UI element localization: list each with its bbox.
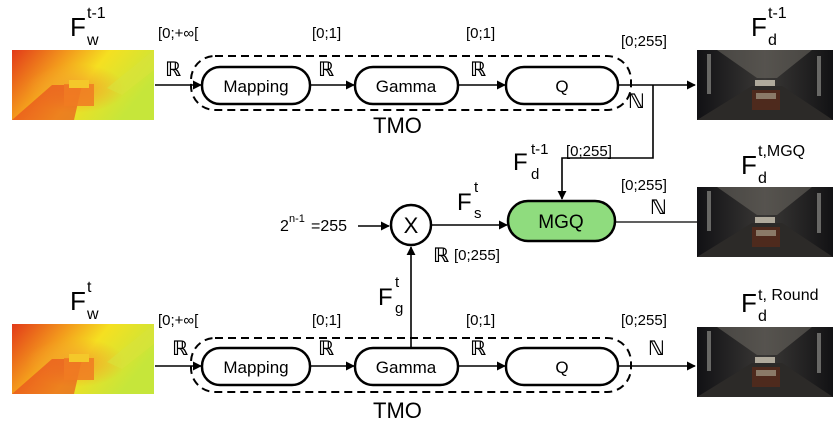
top-real-symbol-2: ℝ [318, 57, 334, 81]
svg-text:t-1: t-1 [87, 5, 106, 22]
svg-text:Q: Q [555, 77, 568, 96]
top-range-gamma: [0;1] [466, 25, 495, 42]
mgq-ldr-image [697, 187, 833, 257]
scaled-frame-label: F s t [457, 179, 482, 222]
top-real-symbol-3: ℝ [470, 57, 486, 81]
svg-text:Mapping: Mapping [223, 358, 288, 377]
svg-text:t: t [474, 179, 479, 196]
svg-text:w: w [86, 32, 99, 49]
svg-text:t, Round: t, Round [758, 287, 818, 304]
svg-text:2: 2 [280, 218, 289, 235]
svg-text:F: F [378, 284, 393, 311]
svg-text:X: X [404, 213, 419, 238]
bottom-natural-symbol: ℕ [648, 336, 665, 360]
top-range-map: [0;1] [312, 25, 341, 42]
bottom-range-output: [0;255] [621, 312, 667, 329]
svg-text:d: d [768, 32, 777, 49]
bottom-range-gamma: [0;1] [466, 312, 495, 329]
svg-text:t,MGQ: t,MGQ [758, 143, 805, 160]
svg-text:MGQ: MGQ [538, 212, 583, 233]
prev-frame-range: [0;255] [566, 143, 612, 160]
bottom-mapping-node: Mapping [200, 346, 312, 387]
svg-text:n-1: n-1 [289, 213, 305, 225]
svg-text:F: F [741, 150, 757, 180]
svg-text:F: F [457, 189, 472, 216]
top-ldr-image [697, 50, 833, 120]
top-tmo-box [190, 55, 632, 111]
bottom-range-input: [0;+∞[ [158, 312, 199, 329]
svg-text:Q: Q [555, 358, 568, 377]
top-mapping-node: Mapping [200, 65, 312, 106]
scale-factor-label: 2 n-1 =255 [280, 213, 347, 235]
svg-text:t: t [87, 279, 92, 296]
svg-text:F: F [70, 286, 86, 316]
svg-text:Mapping: Mapping [223, 77, 288, 96]
svg-text:d: d [531, 166, 539, 183]
multiply-node: X [389, 203, 433, 247]
svg-text:s: s [474, 205, 482, 222]
svg-text:d: d [758, 170, 767, 187]
svg-text:g: g [395, 300, 403, 317]
top-range-output: [0;255] [621, 33, 667, 50]
bottom-real-symbol-1: ℝ [172, 336, 188, 360]
top-to-mgq-arrow [557, 85, 654, 200]
svg-text:=255: =255 [311, 218, 347, 235]
top-gamma-node: Gamma [353, 65, 460, 106]
top-range-input: [0;+∞[ [158, 25, 199, 42]
bottom-hdr-image [12, 324, 154, 394]
svg-text:F: F [751, 12, 767, 42]
mgq-node: MGQ [506, 199, 617, 243]
bottom-real-symbol-2: ℝ [318, 336, 334, 360]
svg-text:t-1: t-1 [768, 5, 787, 22]
bottom-output-label: F d t, Round [741, 287, 818, 325]
mgq-output-label: F d t,MGQ [741, 143, 805, 187]
svg-text:Gamma: Gamma [376, 77, 437, 96]
mgq-range: [0;255] [621, 177, 667, 194]
top-real-symbol-1: ℝ [165, 57, 181, 81]
svg-text:F: F [70, 12, 86, 42]
svg-text:w: w [86, 306, 99, 323]
bottom-range-map: [0;1] [312, 312, 341, 329]
bottom-ldr-image [697, 327, 833, 397]
svg-text:F: F [513, 149, 528, 176]
top-hdr-image [12, 50, 154, 120]
bottom-real-symbol-3: ℝ [470, 336, 486, 360]
svg-text:t: t [395, 274, 400, 291]
prev-frame-label: F d t-1 [513, 141, 549, 183]
scaled-real-symbol: ℝ [433, 243, 449, 267]
svg-text:Gamma: Gamma [376, 358, 437, 377]
svg-text:F: F [741, 288, 757, 318]
scaled-range: [0;255] [454, 247, 500, 264]
top-q-node: Q [504, 65, 620, 106]
top-output-label: F d t-1 [751, 5, 787, 49]
bottom-tmo-box [190, 337, 632, 393]
gamma-out-label: F g t [378, 274, 403, 317]
bottom-input-label: F w t [70, 279, 99, 323]
top-tmo-label: TMO [373, 113, 422, 138]
mgq-natural-symbol: ℕ [650, 195, 667, 219]
top-input-label: F w t-1 [70, 5, 106, 49]
bottom-gamma-node: Gamma [353, 346, 460, 387]
bottom-tmo-label: TMO [373, 398, 422, 423]
svg-text:t-1: t-1 [531, 141, 549, 158]
svg-text:d: d [758, 308, 767, 325]
top-natural-symbol: ℕ [628, 89, 645, 113]
bottom-q-node: Q [504, 346, 620, 387]
